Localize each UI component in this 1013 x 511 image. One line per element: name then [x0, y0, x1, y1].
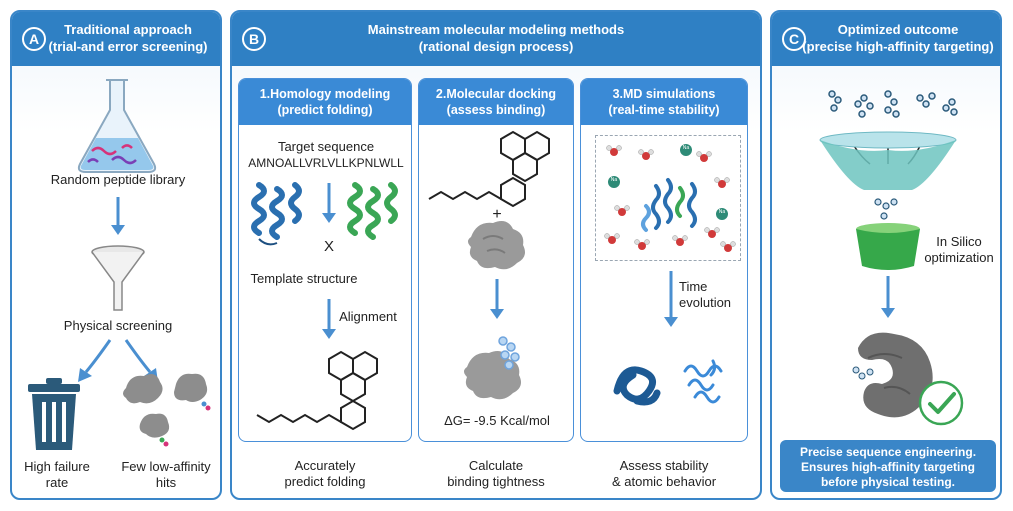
homology-modeling-subtitle: (predict folding) [277, 103, 373, 117]
sodium-ion-label-3: Na [718, 209, 726, 215]
md-simulations-title: 3.MD simulations [612, 87, 716, 101]
folded-peptide-icon [613, 366, 661, 406]
binding-energy-value: ΔG= -9.5 Kcal/mol [444, 413, 550, 428]
alignment-label: Alignment [339, 309, 397, 324]
in-silico-label: In Silico optimization [922, 234, 996, 266]
homology-modeling-card: 1.Homology modeling (predict folding) Ta… [238, 78, 412, 442]
panel-a-title-line2: (trial-and error screening) [48, 39, 208, 54]
peptide-candidates-icon [828, 90, 958, 118]
time-evolution-line2: evolution [679, 295, 732, 310]
arrow-down-icon [322, 183, 336, 223]
fail-label: High failure rate [16, 459, 98, 491]
erlenmeyer-flask-icon [77, 79, 157, 173]
col2-footer-line2: binding tightness [447, 474, 545, 489]
panel-b-title: Mainstream molecular modeling methods (r… [232, 21, 760, 55]
in-silico-line2: optimization [924, 250, 994, 265]
summary-line1: Precise sequence engineering. [799, 445, 977, 459]
molecular-docking-subtitle: (assess binding) [446, 103, 546, 117]
fail-label-line1: High failure [24, 459, 90, 474]
arrow-down-icon [881, 276, 895, 318]
md-simulations-header: 3.MD simulations (real-time stability) [581, 79, 747, 125]
low-affinity-proteins-icon [123, 373, 211, 447]
sodium-ion-label-1: Na [682, 145, 690, 151]
funnel-label: Physical screening [63, 318, 173, 333]
target-sequence-label: Target sequence [277, 139, 375, 154]
plus-sign: + [492, 206, 502, 223]
col1-footer-line2: predict folding [284, 474, 366, 489]
simulation-box: Na Na Na [595, 135, 741, 261]
in-silico-cup-icon [856, 223, 920, 270]
arrow-down-icon [664, 271, 678, 327]
col3-footer-line2: & atomic behavior [611, 474, 717, 489]
col2-footer: Calculate binding tightness [418, 458, 574, 490]
funnel-icon [91, 245, 145, 311]
summary-line3: before physical testing. [820, 475, 956, 489]
checkmark-icon [918, 380, 964, 426]
col1-footer-line1: Accurately [294, 458, 356, 473]
panel-b-title-line1: Mainstream molecular modeling methods [367, 22, 625, 37]
arrow-down-icon [322, 299, 336, 339]
col3-footer-line1: Assess stability [619, 458, 709, 473]
in-silico-line1: In Silico [936, 234, 982, 249]
arrow-down-icon [111, 197, 125, 235]
panel-mainstream-methods: B Mainstream molecular modeling methods … [230, 10, 762, 500]
blue-helix-protein-icon [251, 182, 302, 246]
filtered-peptide-icon [874, 198, 898, 220]
fail-label-line2: rate [45, 475, 69, 490]
template-structure-label: Template structure [250, 271, 358, 286]
panel-b-header: B Mainstream molecular modeling methods … [232, 12, 760, 66]
col1-footer: Accurately predict folding [238, 458, 412, 490]
md-simulations-subtitle: (real-time stability) [608, 103, 720, 117]
panel-a-title: Traditional approach (trial-and error sc… [12, 21, 220, 55]
panel-b-title-line2: (rational design process) [418, 39, 574, 54]
panel-b-badge: B [242, 27, 266, 51]
bound-target-protein-icon [852, 332, 933, 418]
hits-label-line2: hits [155, 475, 177, 490]
unfolded-peptide-icon [683, 359, 723, 404]
panel-c-title: Optimized outcome (precise high-affinity… [772, 21, 1000, 55]
hits-label-line1: Few low-affinity [121, 459, 211, 474]
flask-label: Random peptide library [50, 172, 186, 187]
x-mark: X [323, 238, 334, 255]
time-evolution-line1: Time [679, 279, 708, 294]
docked-complex-icon [464, 336, 521, 400]
panel-c-badge: C [782, 27, 806, 51]
col3-footer: Assess stability & atomic behavior [580, 458, 748, 490]
receptor-protein-icon [468, 221, 525, 270]
panel-a-header: A Traditional approach (trial-and error … [12, 12, 220, 66]
col2-footer-line1: Calculate [468, 458, 524, 473]
ligand-molecule-icon [428, 130, 550, 208]
target-sequence-value: AMNOALLVRLVLLKPNLWLL [248, 156, 404, 170]
optimized-summary-box: Precise sequence engineering. Ensures hi… [780, 440, 996, 492]
panel-traditional-approach: A Traditional approach (trial-and error … [10, 10, 222, 500]
homology-modeling-header: 1.Homology modeling (predict folding) [239, 79, 411, 125]
panel-c-title-line1: Optimized outcome [837, 22, 959, 37]
solvated-protein-icon [604, 144, 736, 252]
panel-a-title-line1: Traditional approach [64, 22, 192, 37]
panel-optimized-outcome: C Optimized outcome (precise high-affini… [770, 10, 1002, 500]
trash-can-icon [28, 378, 80, 450]
arrow-down-icon [490, 279, 504, 319]
molecular-docking-header: 2.Molecular docking (assess binding) [419, 79, 573, 125]
hits-label: Few low-affinity hits [116, 459, 216, 491]
panel-c-header: C Optimized outcome (precise high-affini… [772, 12, 1000, 66]
molecular-docking-title: 2.Molecular docking [435, 87, 557, 101]
molecular-docking-card: 2.Molecular docking (assess binding) + [418, 78, 574, 442]
sodium-ion-label-2: Na [610, 177, 618, 183]
panel-a-badge: A [22, 27, 46, 51]
md-simulations-card: 3.MD simulations (real-time stability) [580, 78, 748, 442]
homology-modeling-title: 1.Homology modeling [259, 87, 391, 101]
green-funnel-icon [819, 131, 957, 190]
molecule-structure-icon [256, 350, 378, 431]
summary-line2: Ensures high-affinity targeting [800, 460, 975, 474]
panel-c-title-line2: (precise high-affinity targeting) [802, 39, 994, 54]
time-evolution-label: Time evolution [679, 279, 739, 311]
green-helix-protein-icon [347, 182, 398, 240]
